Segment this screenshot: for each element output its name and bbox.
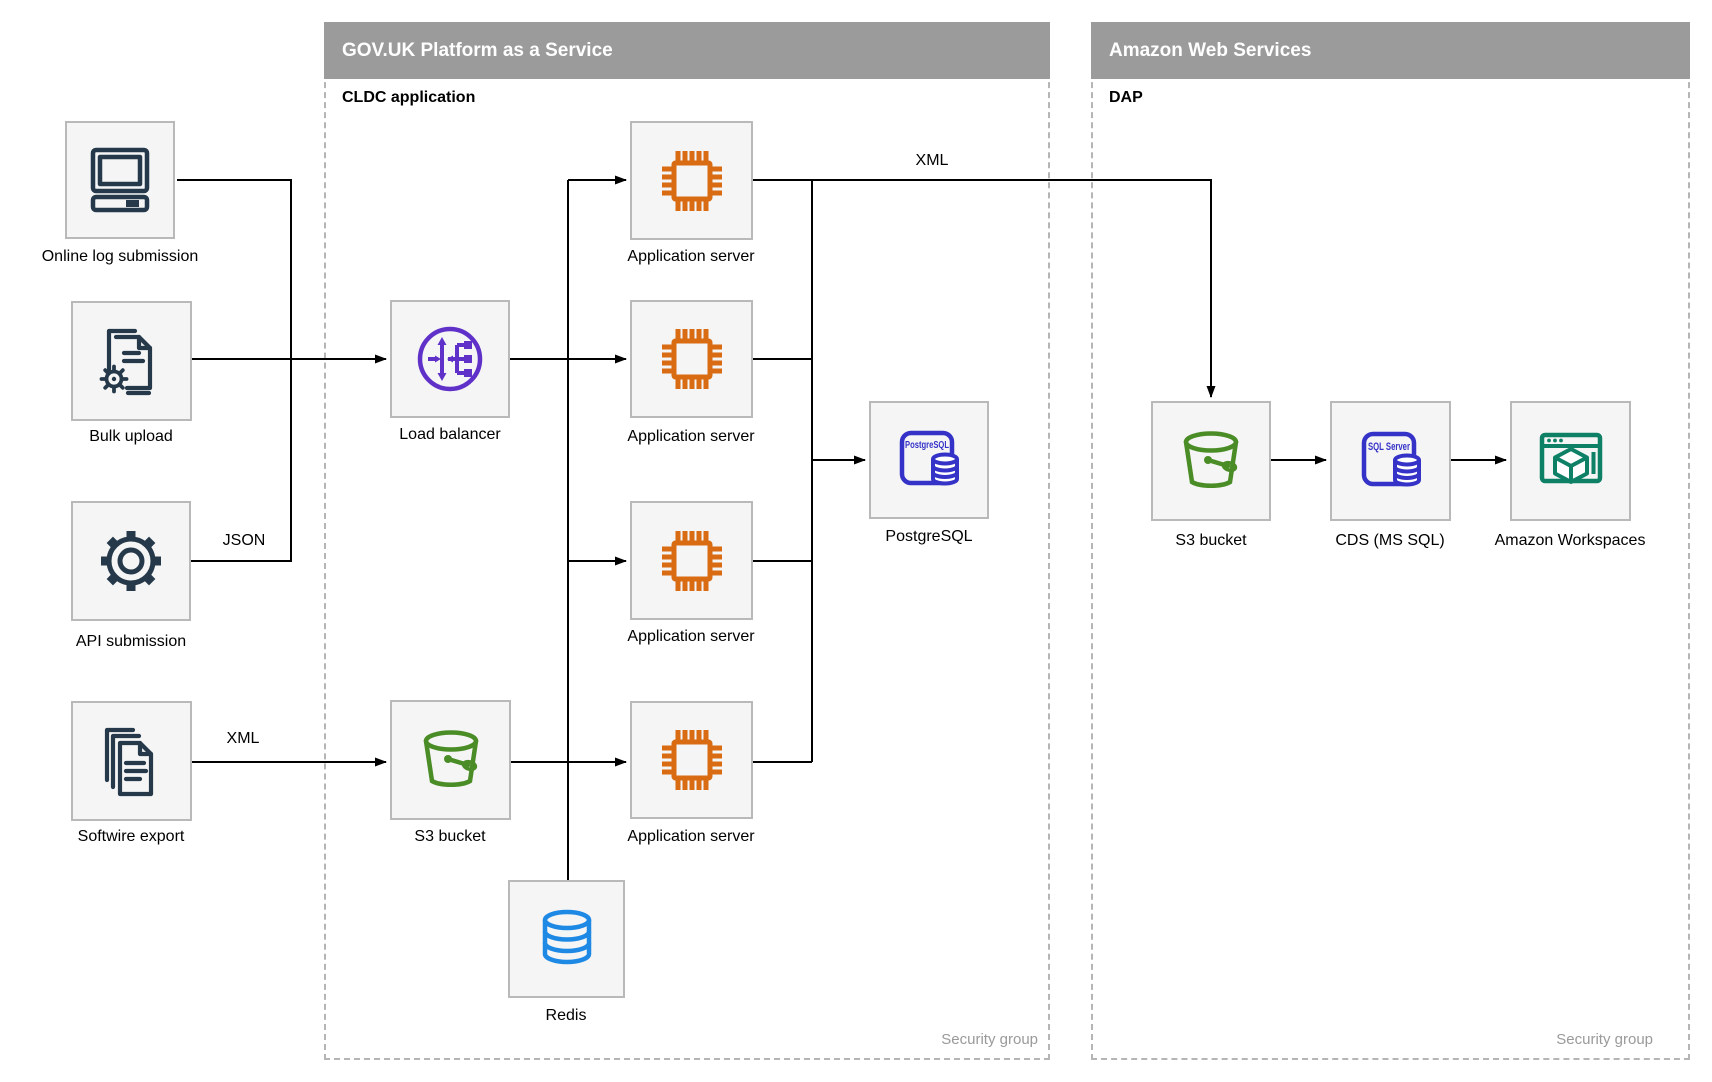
cldc-application-label: CLDC application [342,89,476,106]
s3-bucket-icon [423,730,478,787]
node-amazon-workspaces [1510,401,1631,521]
sql-server-icon-text: SQL Server [1368,441,1410,453]
chip-icon [661,329,722,389]
edge-label-xml-softwire: XML [200,730,286,748]
cds-mssql-label: CDS (MS SQL) [1335,532,1445,549]
aws-title: Amazon Web Services [1109,39,1312,61]
redis-label: Redis [545,1007,587,1024]
bulk-upload-label: Bulk upload [89,428,173,445]
node-app-server-3 [630,501,753,620]
softwire-export-label: Softwire export [77,828,185,845]
chip-icon [661,530,722,591]
node-app-server-2 [630,300,753,418]
sql-server-icon: SQL Server [1361,431,1421,487]
node-online-log-submission [65,121,175,239]
bulk-upload-icon [99,328,152,396]
app-server-2-label: Application server [627,428,755,445]
s3-bucket-paas-label: S3 bucket [414,828,486,845]
node-redis [508,880,625,998]
app-server-1-label: Application server [627,248,755,265]
gear-icon [101,531,161,591]
govuk-paas-title: GOV.UK Platform as a Service [342,39,613,61]
node-s3-bucket-aws [1151,401,1271,521]
computer-icon [90,147,150,213]
dap-label: DAP [1109,89,1143,106]
govuk-security-group-label: Security group [941,1031,1038,1048]
node-app-server-1 [630,121,753,240]
node-softwire-export [71,701,192,821]
documents-icon [104,727,153,797]
load-balancer-label: Load balancer [399,426,501,443]
app-server-3-label: Application server [627,628,755,645]
postgresql-icon: PostgreSQL [899,430,959,486]
postgresql-label: PostgreSQL [885,528,973,545]
workspaces-icon [1539,432,1602,484]
edge-label-xml-aws: XML [889,152,975,170]
online-log-submission-label: Online log submission [41,248,199,265]
aws-header: Amazon Web Services [1091,22,1690,79]
redis-database-icon [542,909,591,965]
s3-bucket-aws-label: S3 bucket [1175,532,1247,549]
node-cds-mssql: SQL Server [1330,401,1451,521]
node-api-submission [71,501,191,621]
node-bulk-upload [71,301,192,421]
api-submission-label: API submission [75,633,187,650]
aws-security-group-label: Security group [1556,1031,1653,1048]
chip-icon [661,150,722,211]
postgresql-icon-text: PostgreSQL [905,439,949,451]
govuk-paas-header: GOV.UK Platform as a Service [324,22,1050,79]
node-s3-bucket-paas [390,700,511,820]
node-app-server-4 [630,701,753,819]
s3-bucket-icon [1183,431,1239,488]
app-server-4-label: Application server [627,828,755,845]
load-balancer-icon [417,326,483,392]
edge-label-json: JSON [201,532,287,550]
node-load-balancer [390,300,510,418]
node-postgresql: PostgreSQL [869,401,989,519]
chip-icon [661,730,722,790]
amazon-workspaces-label: Amazon Workspaces [1494,532,1646,549]
